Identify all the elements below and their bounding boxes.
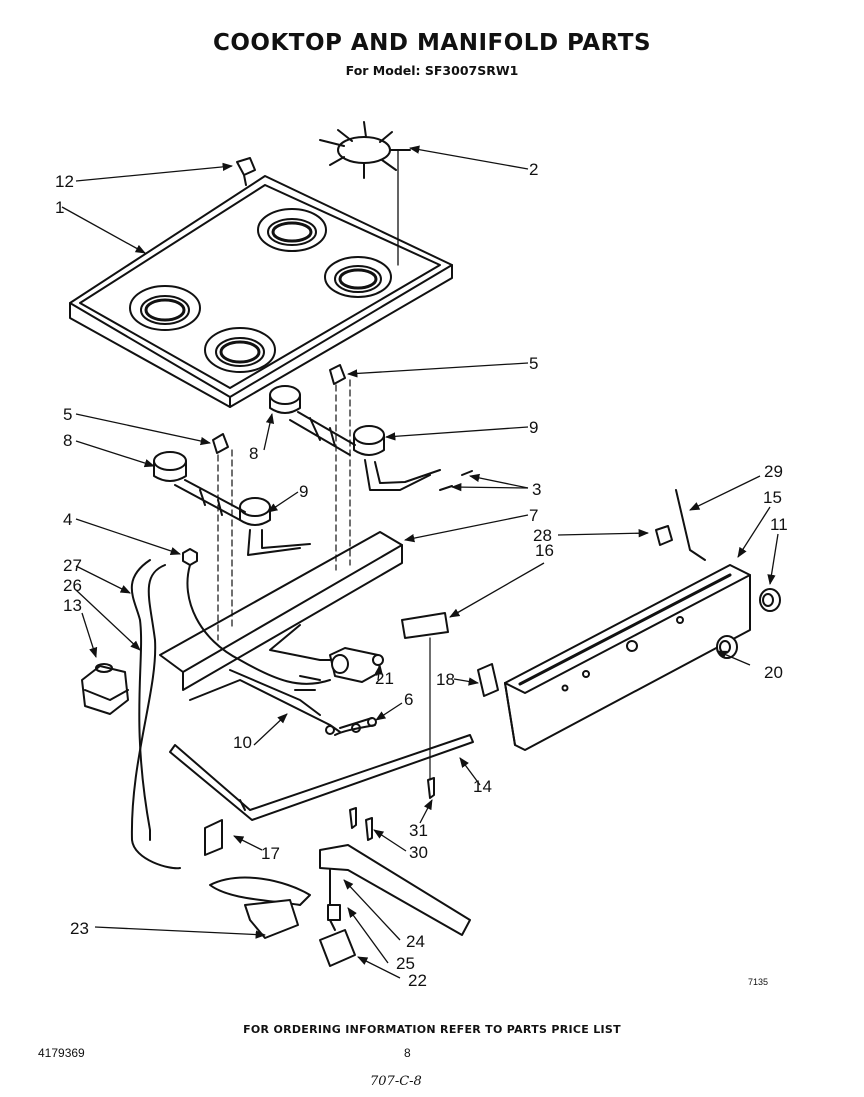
- oven-burner-tube: [169, 734, 474, 821]
- callout-label: 22: [408, 971, 427, 990]
- model-subtitle: For Model: SF3007SRW1: [345, 63, 519, 78]
- document-number: 4179369: [38, 1046, 85, 1060]
- callout-label: 17: [261, 844, 280, 863]
- callout-label: 9: [299, 482, 308, 501]
- callout-label: 15: [763, 488, 782, 507]
- manifold-support-channel: [159, 531, 403, 691]
- callout-label: 8: [249, 444, 258, 463]
- callout-label: 27: [63, 556, 82, 575]
- pressure-regulator: [81, 663, 129, 715]
- burner-grate: [319, 121, 411, 266]
- burner-clip: [212, 433, 229, 454]
- callout-label: 31: [409, 821, 428, 840]
- spring-wire: [675, 489, 706, 561]
- callout-label: 9: [529, 418, 538, 437]
- control-panel: [504, 564, 751, 751]
- burner-opening: [324, 256, 392, 298]
- callout-label: 25: [396, 954, 415, 973]
- gas-tube: [130, 559, 151, 841]
- callout-label: 14: [473, 777, 492, 796]
- callout-labels: 1 2 3 4 5 5 6 7 8 8 9 9 10 11 12 13 14 1…: [55, 160, 788, 990]
- page-title: COOKTOP AND MANIFOLD PARTS: [212, 30, 652, 56]
- callout-label: 5: [529, 354, 538, 373]
- gas-tube: [186, 564, 331, 685]
- cooktop-panel: [69, 175, 453, 408]
- callout-label: 2: [529, 160, 538, 179]
- valve-bracket: [477, 663, 499, 697]
- callout-label: 28: [533, 526, 552, 545]
- callout-label: 7: [529, 506, 538, 525]
- callout-label: 24: [406, 932, 425, 951]
- rear-burner-assembly: [269, 385, 473, 491]
- burner-opening: [257, 208, 327, 252]
- gas-tube: [130, 564, 181, 870]
- callout-label: 6: [404, 690, 413, 709]
- mounting-bracket: [204, 819, 223, 856]
- page-number: 8: [404, 1046, 411, 1060]
- screw: [349, 807, 357, 829]
- callout-label: 5: [63, 405, 72, 424]
- igniter-assembly: [209, 876, 311, 939]
- callout-label: 10: [233, 733, 252, 752]
- front-burner-assembly: [153, 451, 311, 556]
- hex-nut: [182, 548, 198, 566]
- callout-label: 30: [409, 843, 428, 862]
- callout-label: 23: [70, 919, 89, 938]
- gas-valve: [401, 612, 449, 781]
- screw: [365, 817, 373, 841]
- burner-opening: [129, 285, 201, 331]
- burner-clip: [329, 364, 346, 385]
- callout-label: 21: [375, 669, 394, 688]
- callout-label: 12: [55, 172, 74, 191]
- callout-label: 11: [770, 515, 788, 534]
- manifold-valve-assembly: [189, 624, 384, 736]
- callout-label: 29: [764, 462, 783, 481]
- handwritten-note: 707-C-8: [370, 1074, 422, 1089]
- callout-label: 13: [63, 596, 82, 615]
- diagram-code: 7135: [748, 977, 769, 987]
- callout-label: 16: [535, 541, 554, 560]
- retainer-clip: [655, 525, 673, 546]
- cooktop-bracket: [236, 157, 256, 186]
- callout-label: 4: [63, 510, 72, 529]
- callout-label: 20: [764, 663, 783, 682]
- callout-label: 8: [63, 431, 72, 450]
- burner-opening: [204, 327, 276, 373]
- callout-label: 18: [436, 670, 455, 689]
- callout-label: 26: [63, 576, 82, 595]
- ordering-info-footer: FOR ORDERING INFORMATION REFER TO PARTS …: [243, 1023, 621, 1036]
- callout-label: 1: [55, 198, 64, 217]
- control-knob: [759, 588, 781, 612]
- screw: [427, 777, 435, 799]
- oven-burner-assembly: [319, 844, 471, 967]
- callout-label: 3: [532, 480, 541, 499]
